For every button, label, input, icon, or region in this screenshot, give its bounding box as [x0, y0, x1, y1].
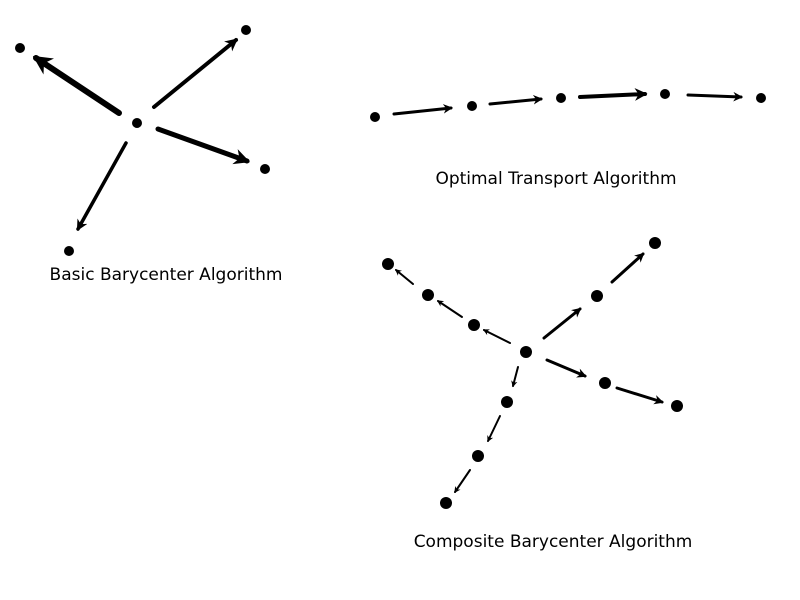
comp-arrow-ul-1 [482, 329, 511, 344]
ot-arrow-4 [686, 91, 743, 102]
ot-node-2 [467, 101, 477, 111]
comp-node-ul-2 [422, 289, 434, 301]
basic-node-upper-right [241, 25, 251, 35]
comp-node-r-1 [599, 377, 611, 389]
ot-node-1 [370, 112, 380, 122]
comp-node-ll-1 [501, 396, 513, 408]
comp-node-ur-2 [649, 237, 661, 249]
comp-arrow-ur-2 [610, 252, 645, 284]
basic-caption: Basic Barycenter Algorithm [50, 265, 283, 285]
comp-node-ul-3 [382, 258, 394, 270]
ot-node-4 [660, 89, 670, 99]
composite-barycenter-group: Composite Barycenter Algorithm [382, 237, 692, 552]
comp-arrow-ur-1 [542, 307, 582, 340]
comp-node-ll-3 [440, 497, 452, 509]
comp-node-r-2 [671, 400, 683, 412]
comp-arrow-ll-2 [487, 415, 501, 443]
comp-node-ul-1 [468, 319, 480, 331]
composite-caption: Composite Barycenter Algorithm [414, 532, 693, 552]
comp-node-ll-2 [472, 450, 484, 462]
comp-arrow-ul-2 [436, 300, 463, 318]
basic-node-upper-left [15, 43, 25, 53]
basic-center-node [132, 118, 142, 128]
basic-node-right [260, 164, 270, 174]
ot-node-3 [556, 93, 566, 103]
comp-arrow-r-2 [615, 386, 664, 405]
basic-arrow-upper-left [32, 55, 122, 116]
comp-arrow-ll-3 [454, 469, 471, 494]
optimal-transport-group: Optimal Transport Algorithm [370, 88, 766, 189]
ot-arrow-1 [392, 104, 453, 116]
comp-arrow-ll-1 [511, 366, 519, 388]
comp-arrow-ul-3 [395, 269, 414, 285]
basic-node-lower-left [64, 246, 74, 256]
basic-barycenter-group: Basic Barycenter Algorithm [15, 25, 282, 285]
comp-node-ur-1 [591, 290, 603, 302]
basic-arrow-lower-left [76, 141, 128, 231]
ot-node-5 [756, 93, 766, 103]
ot-arrow-3 [578, 88, 648, 101]
optimal-caption: Optimal Transport Algorithm [435, 169, 676, 189]
comp-arrow-r-1 [545, 358, 587, 378]
basic-arrow-right [155, 126, 251, 165]
basic-arrow-upper-right [152, 38, 238, 109]
ot-arrow-2 [488, 94, 543, 106]
comp-center-node [520, 346, 532, 358]
